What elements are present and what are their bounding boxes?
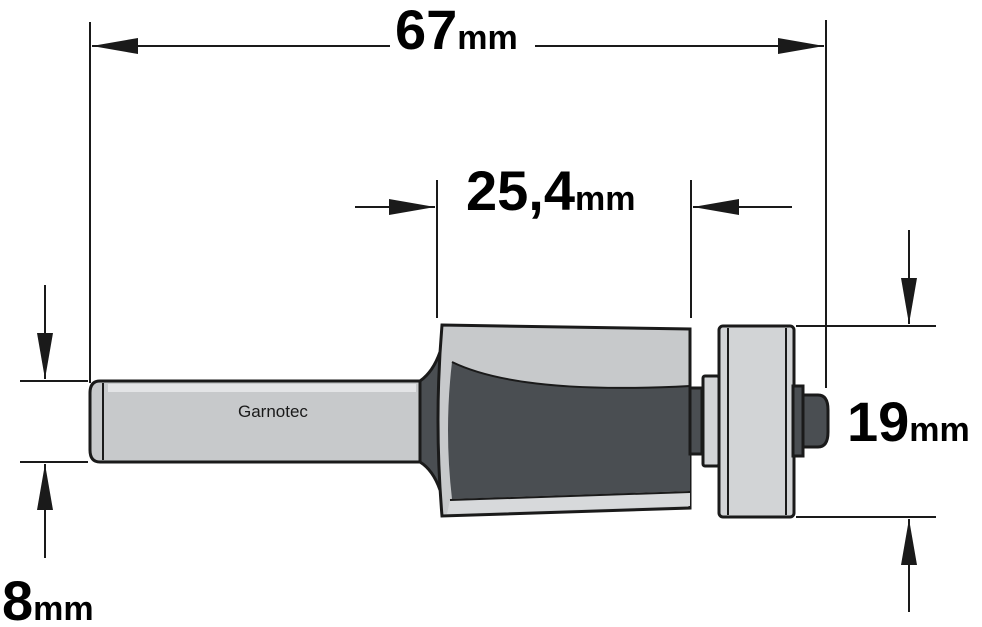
bearing-washer xyxy=(701,374,721,468)
shank-diameter-label: 8mm xyxy=(2,569,94,627)
bearing-diameter-dimension: 19mm xyxy=(796,230,970,612)
brand-label: Garnotec xyxy=(238,402,308,421)
cutter-body xyxy=(436,323,692,518)
shank: Garnotec xyxy=(88,379,422,464)
bearing xyxy=(717,324,796,519)
cutting-length-dimension: 25,4mm xyxy=(355,159,792,318)
bearing-diameter-label: 19mm xyxy=(847,390,970,453)
shank-diameter-dimension: 8mm xyxy=(2,285,94,627)
arrow-right-icon xyxy=(778,38,824,54)
arrow-up-icon xyxy=(901,519,917,565)
cutting-length-label: 25,4mm xyxy=(466,159,635,222)
arrow-down-icon xyxy=(901,278,917,324)
overall-length-label: 67mm xyxy=(395,0,518,61)
overall-length-dimension: 67mm xyxy=(89,0,827,388)
arrow-down-icon xyxy=(37,333,53,379)
bearing-screw xyxy=(791,384,830,458)
arrow-left-icon xyxy=(693,199,739,215)
arrow-left-icon xyxy=(92,38,138,54)
router-bit: Garnotec xyxy=(88,323,830,519)
bit-spacer xyxy=(688,386,704,456)
arrow-up-icon xyxy=(37,464,53,510)
arrow-right-icon xyxy=(389,199,435,215)
